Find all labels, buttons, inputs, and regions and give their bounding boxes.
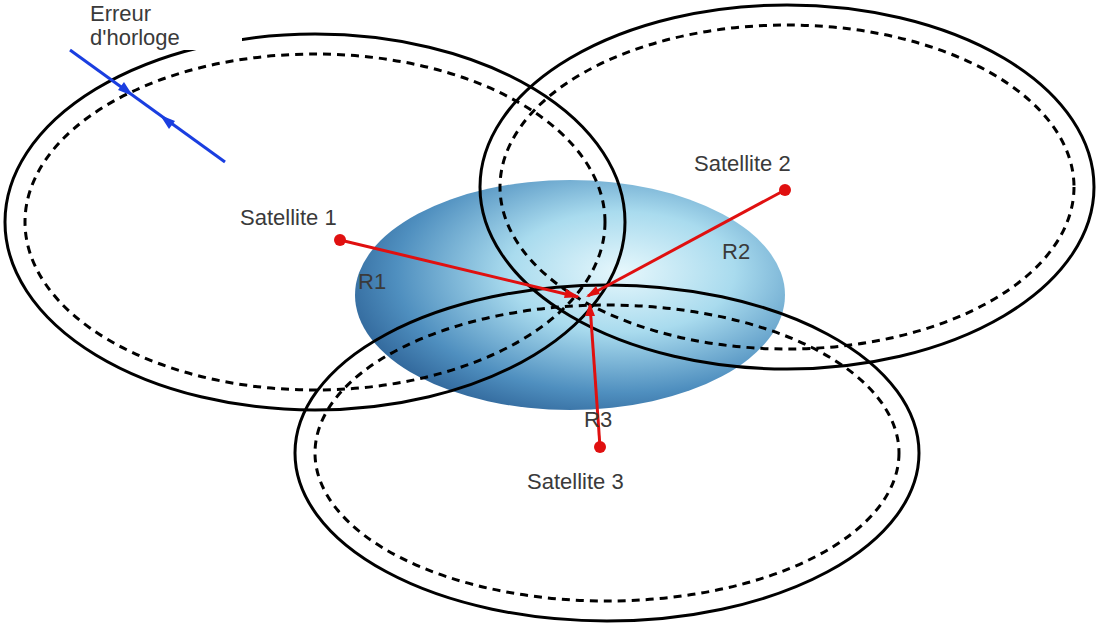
range-line [588, 190, 785, 296]
range-circle-dashed [315, 305, 899, 601]
satellite-dot [594, 441, 606, 453]
range-circle [5, 34, 625, 410]
arrow-head [586, 286, 600, 297]
satellite-label: Satellite 1 [240, 206, 337, 230]
satellite-dot [779, 184, 791, 196]
arrow-head [564, 289, 580, 298]
range-circle [295, 285, 919, 621]
annotation-label: Erreur d'horloge [88, 2, 242, 50]
range-circle-dashed [500, 25, 1074, 349]
satellite-dot [334, 234, 346, 246]
arrow-head [585, 303, 595, 316]
satellite-label: Satellite 2 [694, 152, 791, 176]
range-label: R1 [358, 270, 386, 294]
range-line [340, 240, 578, 297]
arrow-head [118, 82, 133, 96]
arrow-head [160, 115, 175, 129]
satellite-label: Satellite 3 [527, 470, 624, 494]
range-label: R2 [722, 240, 750, 264]
range-circle-dashed [25, 54, 605, 390]
range-label: R3 [584, 408, 612, 432]
clock-error-marker [70, 50, 225, 162]
